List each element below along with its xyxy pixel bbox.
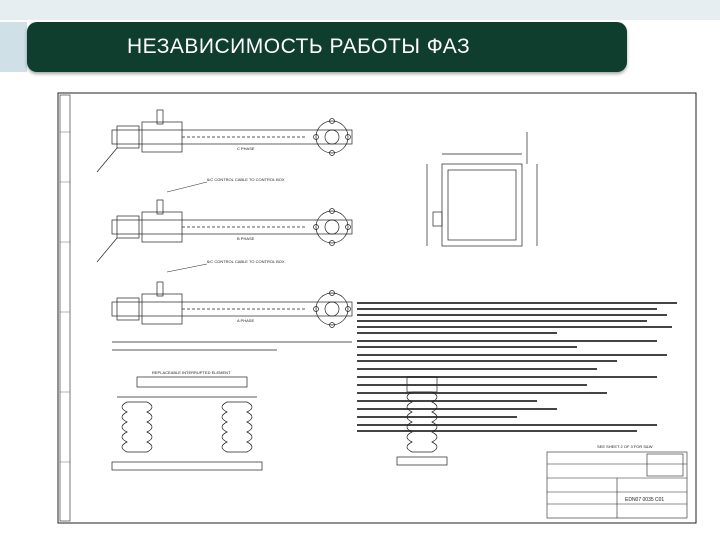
phase-c-assembly — [96, 109, 353, 173]
notes-block — [357, 302, 677, 432]
phase-label-a: A PHASE — [237, 318, 254, 323]
phase-label-c: C PHASE — [237, 146, 255, 151]
engineering-drawing: C PHASE B PHASE A PHASE 6/C CONTROL CABL… — [57, 92, 697, 524]
side-view-drawing — [111, 376, 448, 471]
interrupter-label: REPLACEABLE INTERRUPTED ELEMENT — [152, 370, 231, 375]
phase-label-b: B PHASE — [237, 236, 255, 241]
title-bar: НЕЗАВИСИМОСТЬ РАБОТЫ ФАЗ — [27, 22, 627, 72]
control-cable-callout-c: 6/C CONTROL CABLE TO CONTROL BOX — [207, 177, 285, 182]
phase-a-assembly — [111, 281, 353, 351]
sheet-note: SEE SHEET 2 OF 3 FOR S&W — [597, 444, 653, 449]
left-title-strip — [59, 94, 71, 522]
page-title: НЕЗАВИСИМОСТЬ РАБОТЫ ФАЗ — [127, 35, 471, 58]
phase-b-assembly — [96, 199, 353, 263]
top-stripe — [0, 0, 720, 20]
title-accent — [0, 22, 27, 72]
title-block — [546, 451, 688, 519]
drawing-number: EDN07 0035 C01 — [625, 497, 664, 503]
drawing-svg: C PHASE B PHASE A PHASE 6/C CONTROL CABL… — [57, 92, 697, 524]
control-cable-callout-b: 6/C CONTROL CABLE TO CONTROL BOX — [207, 259, 285, 264]
control-box-drawing — [426, 132, 538, 247]
